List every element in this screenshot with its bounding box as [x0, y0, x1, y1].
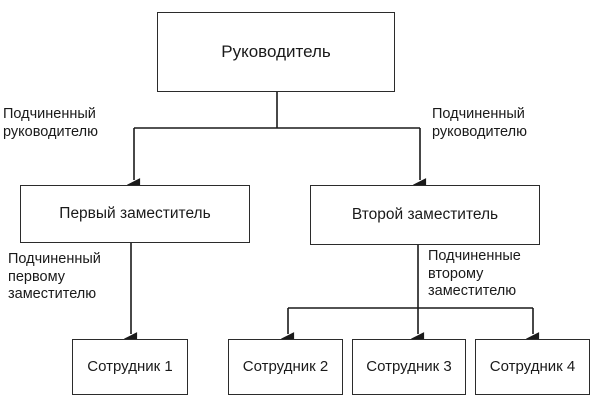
node-deputy-first: Первый заместитель: [20, 185, 250, 243]
node-deputy-second: Второй заместитель: [310, 185, 540, 245]
node-root-director: Руководитель: [157, 12, 395, 92]
node-staff-4: Сотрудник 4: [475, 339, 590, 395]
edge-label-subordinate-to-director-right: Подчиненный руководителю: [432, 106, 527, 140]
edge-label-subordinate-to-first-deputy: Подчиненный первому заместителю: [8, 251, 101, 303]
edge-label-subordinate-to-director-left: Подчиненный руководителю: [3, 106, 98, 140]
node-staff-3: Сотрудник 3: [352, 339, 466, 395]
node-staff-1: Сотрудник 1: [72, 339, 188, 395]
edge-label-subordinates-to-second-deputy: Подчиненные второму заместителю: [428, 248, 521, 300]
node-staff-2: Сотрудник 2: [228, 339, 343, 395]
